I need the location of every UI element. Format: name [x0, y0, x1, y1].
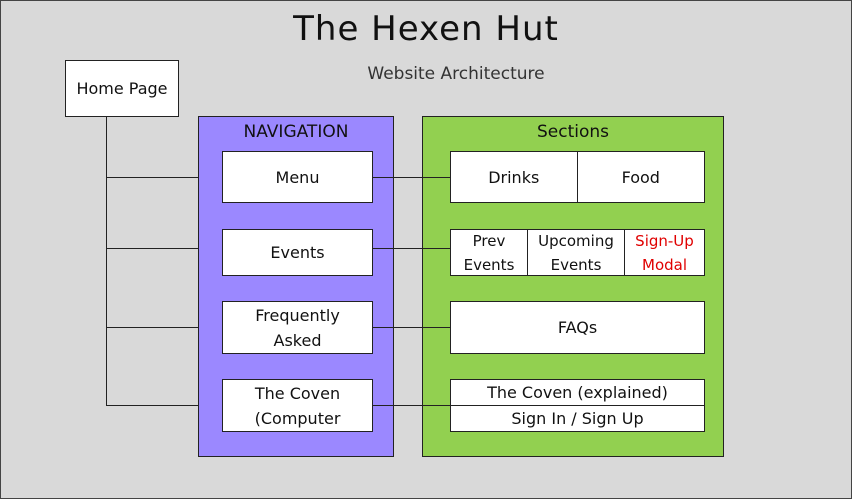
section-faqs-label: FAQs — [557, 318, 598, 337]
nav-item-faq-label: Frequently Asked — [255, 305, 340, 350]
diagram-title: The Hexen Hut — [293, 9, 559, 49]
nav-item-menu: Menu — [222, 151, 373, 203]
sections-panel-title: Sections — [536, 122, 610, 142]
nav-item-faq: Frequently Asked — [222, 301, 373, 354]
nav-item-events-label: Events — [270, 243, 325, 262]
section-events-divider-2 — [624, 230, 625, 275]
section-events-row: Prev Events Upcoming Events Sign-Up Moda… — [450, 229, 705, 276]
section-signup-modal: Sign-Up Modal — [635, 231, 694, 274]
navigation-panel-title: NAVIGATION — [243, 122, 349, 142]
connector-home-menu — [106, 177, 222, 178]
section-drinks: Drinks — [488, 167, 540, 187]
connector-events-sections — [372, 248, 450, 249]
section-coven-explained: The Coven (explained) — [487, 383, 668, 402]
section-coven-divider — [451, 405, 704, 406]
section-menu-row: Drinks Food — [450, 151, 705, 203]
connector-coven-sections — [372, 405, 450, 406]
connector-home-events — [106, 248, 222, 249]
section-menu-divider — [576, 152, 578, 202]
nav-item-menu-label: Menu — [275, 167, 320, 187]
connector-menu-sections — [372, 177, 450, 178]
home-page-label: Home Page — [76, 79, 168, 98]
section-events-divider-1 — [527, 230, 528, 275]
connector-home-faq — [106, 327, 222, 328]
nav-item-events: Events — [222, 229, 373, 276]
nav-item-coven-label: The Coven (Computer — [254, 383, 341, 428]
section-prev-events: Prev Events — [463, 231, 515, 274]
connector-faq-sections — [372, 327, 450, 328]
section-food: Food — [621, 167, 660, 187]
section-upcoming-events: Upcoming Events — [538, 231, 614, 274]
home-trunk-connector — [106, 117, 107, 406]
home-page-node: Home Page — [65, 60, 179, 117]
connector-home-coven — [106, 405, 222, 406]
section-coven-signin: Sign In / Sign Up — [511, 409, 644, 428]
section-coven: The Coven (explained) Sign In / Sign Up — [450, 379, 705, 432]
diagram-subtitle: Website Architecture — [367, 64, 545, 84]
section-faqs: FAQs — [450, 301, 705, 354]
nav-item-coven: The Coven (Computer — [222, 379, 373, 432]
